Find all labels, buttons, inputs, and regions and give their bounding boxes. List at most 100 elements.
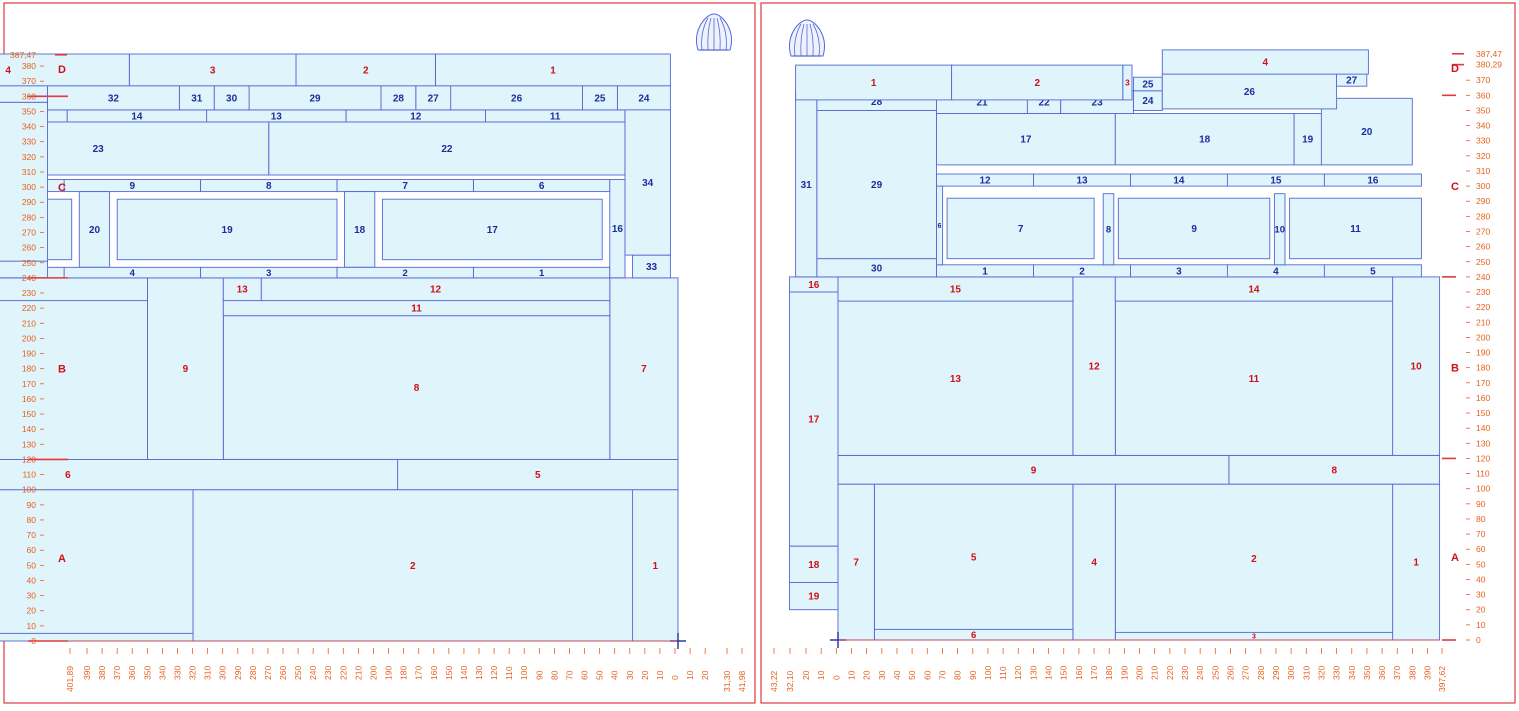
block-number: 18	[1199, 135, 1211, 146]
y-tick-label: 280	[22, 212, 36, 222]
block-number: 1	[1413, 558, 1419, 569]
block-number: 7	[1018, 224, 1024, 235]
right-upper-block: 17	[936, 113, 1116, 166]
top-level-label: 387,47	[10, 50, 36, 60]
gothic-finial-icon	[696, 13, 732, 51]
right-lower-block: 18	[789, 545, 839, 583]
stone-block	[222, 315, 611, 460]
y-tick-label: 310	[22, 167, 36, 177]
x-tick-label: 200	[369, 666, 379, 680]
x-tick-label: 330	[1332, 666, 1342, 680]
x-tick-label: 160	[429, 666, 439, 680]
stone-block	[1122, 64, 1133, 101]
y-tick-label: 220	[1476, 302, 1490, 312]
x-tick-label: 20	[640, 670, 650, 680]
left-upper-block: 11	[485, 109, 626, 123]
block-number: 2	[1035, 78, 1041, 89]
top-level-label: 387,47	[1476, 49, 1502, 59]
x-tick-label: 380	[97, 666, 107, 680]
x-tick-label: 170	[414, 666, 424, 680]
left-vertical-ruler: 0102030405060708090100110120130140150160…	[10, 50, 68, 646]
stone-block	[1114, 483, 1394, 633]
block-number: 10	[1411, 362, 1423, 373]
y-tick-label: 380	[22, 61, 36, 71]
x-tick-label: 190	[384, 666, 394, 680]
left-upper-block: 17	[381, 198, 603, 261]
left-lower-block: 11	[222, 300, 611, 317]
right-upper-block: 24	[1133, 90, 1163, 111]
y-tick-label: 30	[27, 591, 37, 601]
stone-block	[0, 632, 194, 642]
left-upper-block: 31	[178, 85, 215, 111]
left-upper-block: 18	[344, 191, 376, 268]
block-number: 29	[309, 93, 321, 104]
x-tick-label: 320	[1316, 666, 1326, 680]
y-tick-label: 60	[1476, 544, 1486, 554]
right-lower-block: 3	[1114, 631, 1394, 641]
right-upper-block: 18	[1114, 113, 1295, 166]
block-number: 8	[266, 181, 272, 192]
x-tick-label: 240	[308, 666, 318, 680]
x-tick-label: 390	[1423, 666, 1433, 680]
stone-block	[789, 582, 839, 611]
block-number: 4	[1273, 266, 1279, 277]
zone-letter: B	[58, 364, 66, 376]
right-upper-block: 3	[1122, 64, 1133, 101]
block-number: 22	[441, 144, 453, 155]
y-tick-label: 50	[1476, 559, 1486, 569]
right-upper-block: 7	[946, 197, 1095, 260]
stone-block	[1102, 193, 1115, 266]
x-tick-label: 270	[263, 666, 273, 680]
block-number: 26	[511, 93, 523, 104]
y-tick-label: 150	[1476, 408, 1490, 418]
right-upper-block: 3	[1130, 264, 1228, 278]
x-tick-label: 30	[625, 670, 635, 680]
left-upper-block: 4	[0, 53, 130, 87]
y-tick-label: 140	[22, 424, 36, 434]
x-tick-label: 30	[877, 670, 887, 680]
block-number: 7	[402, 181, 408, 192]
x-tick-label: 170	[1089, 666, 1099, 680]
block-number: 3	[1176, 266, 1182, 277]
y-tick-label: 310	[1476, 166, 1490, 176]
left-elevation: 1234567891011121314151617123456789101112…	[0, 13, 747, 692]
y-tick-label: 190	[22, 349, 36, 359]
left-upper-block: 35	[0, 85, 48, 103]
y-tick-label: 250	[22, 258, 36, 268]
left-upper-block: 14	[66, 109, 208, 123]
y-tick-label: 110	[22, 470, 36, 480]
block-number: 2	[1079, 266, 1085, 277]
block-number: 5	[971, 552, 977, 563]
y-tick-label: 70	[1476, 529, 1486, 539]
x-tick-label: 120	[1013, 666, 1023, 680]
right-lower-block: 10	[1392, 276, 1441, 456]
y-tick-label: 0	[1476, 635, 1481, 645]
y-tick-label: 130	[22, 439, 36, 449]
y-tick-label: 20	[27, 606, 37, 616]
block-number: 4	[130, 268, 136, 279]
block-number: 27	[428, 93, 440, 104]
block-number: 15	[950, 285, 962, 296]
stone-block	[816, 110, 937, 260]
block-number: 21	[976, 98, 988, 109]
x-tick-label: 10	[816, 670, 826, 680]
block-number: 28	[871, 97, 883, 108]
block-number: 6	[539, 181, 545, 192]
y-tick-label: 290	[22, 197, 36, 207]
left-upper-block: 16	[609, 179, 626, 279]
x-tick-label: 20	[801, 670, 811, 680]
block-number: 9	[130, 181, 136, 192]
y-tick-label: 30	[1476, 590, 1486, 600]
stone-block	[435, 53, 671, 87]
x-tick-label: 120	[489, 666, 499, 680]
block-number: 8	[414, 383, 420, 394]
x-tick-label: 70	[565, 670, 575, 680]
right-lower-block: 5	[873, 483, 1074, 630]
right-upper-block: 31	[795, 91, 818, 278]
y-tick-label: 260	[1476, 242, 1490, 252]
block-number: 12	[1089, 362, 1101, 373]
stone-block	[837, 276, 1074, 302]
right-lower-block: 16	[789, 276, 839, 293]
y-tick-label: 230	[1476, 287, 1490, 297]
